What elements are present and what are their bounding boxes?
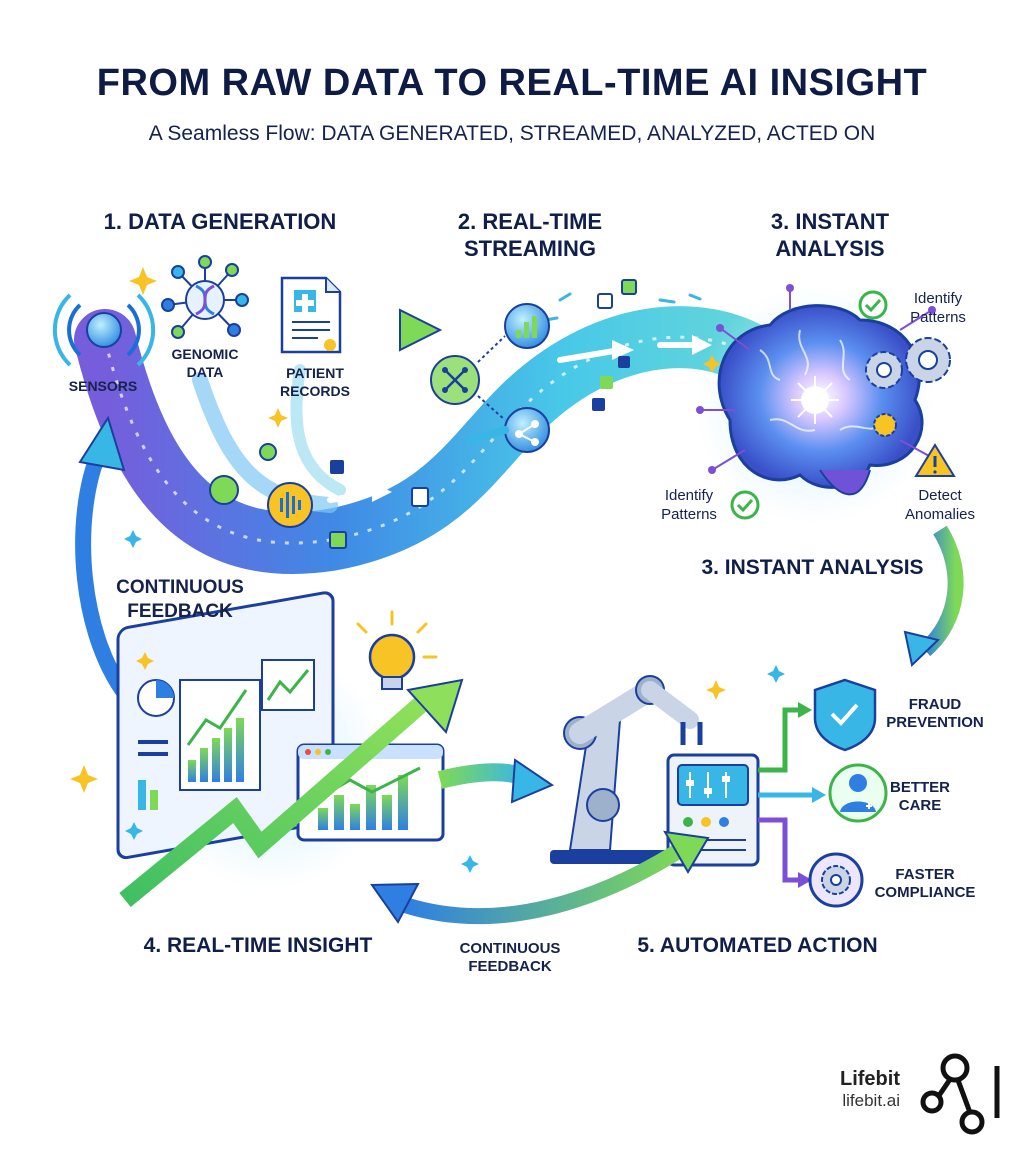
feedback-arrow-bottom	[370, 830, 710, 925]
stream-node-analytics	[504, 303, 550, 349]
compliance-gear-icon	[808, 852, 864, 908]
arrow-to-streaming	[350, 308, 443, 352]
label-patient-line1: PATIENT	[286, 365, 344, 381]
label-patient-line2: RECORDS	[279, 383, 350, 399]
step-instant-analysis: 3. INSTANT ANALYSIS	[740, 208, 920, 262]
step-automated-action: 5. AUTOMATED ACTION	[637, 934, 878, 957]
step-instant-analysis-repeat: 3. INSTANT ANALYSIS	[701, 556, 924, 579]
outcome-arrows	[758, 702, 826, 888]
page-title: FROM RAW DATA TO REAL-TIME AI INSIGHT	[96, 62, 928, 104]
compliance-line2: COMPLIANCE	[874, 884, 976, 901]
label-continuous-feedback-left: CONTINUOUS FEEDBACK	[95, 576, 265, 624]
sensor-icon	[52, 293, 156, 367]
stream-node-share	[504, 407, 550, 453]
identify-top-line2: Patterns	[910, 309, 966, 326]
growth-arrow	[119, 678, 464, 907]
fraud-line1: FRAUD	[908, 696, 962, 713]
compliance-line1: FASTER	[895, 866, 955, 883]
patient-record-icon	[280, 276, 342, 354]
stream-node-waveform	[267, 482, 313, 528]
brain-icon	[695, 284, 944, 525]
lifebit-logo-icon	[920, 1053, 1000, 1135]
label-fraud-prevention: FRAUD PREVENTION	[875, 696, 995, 732]
identify-left-line1: Identify	[664, 487, 714, 504]
step-analysis-line1: 3. INSTANT	[770, 209, 890, 234]
stream-node-network	[430, 355, 480, 405]
shield-icon	[813, 678, 877, 752]
sparkles	[70, 267, 726, 793]
detect-line1: Detect	[918, 487, 962, 504]
label-detect-anomalies: Detect Anomalies	[890, 486, 990, 524]
label-identify-patterns-top: Identify Patterns	[893, 289, 983, 327]
fraud-line2: PREVENTION	[886, 714, 984, 731]
step-real-time-insight: 4. REAL-TIME INSIGHT	[143, 934, 373, 957]
identify-top-line1: Identify	[913, 290, 963, 307]
step-data-generation: 1. DATA GENERATION	[103, 209, 337, 234]
feedback-arrow-left	[75, 415, 137, 706]
arrow-to-action	[903, 525, 964, 667]
page-subtitle: A Seamless Flow: DATA GENERATED, STREAME…	[148, 122, 876, 145]
feedback-bottom-line2: FEEDBACK	[468, 958, 552, 975]
label-sensors: SENSORS	[68, 378, 138, 394]
label-genomic-line2: DATA	[186, 364, 224, 380]
lightbulb-icon	[356, 610, 438, 690]
stream-node-dot	[209, 443, 277, 505]
dashboard-icon	[116, 591, 335, 860]
care-line1: BETTER	[890, 779, 950, 796]
step-streaming-line1: 2. REAL-TIME	[457, 209, 603, 234]
arrow-insight-to-action	[437, 758, 555, 804]
label-genomic-data: GENOMIC DATA	[150, 345, 260, 381]
feedback-bottom-line1: CONTINUOUS	[459, 940, 561, 957]
brand-name: Lifebit	[840, 1068, 900, 1090]
dna-network-icon	[161, 255, 249, 339]
label-continuous-feedback-bottom: CONTINUOUS FEEDBACK	[440, 940, 580, 976]
label-genomic-line1: GENOMIC	[171, 346, 239, 362]
feedback-left-line2: FEEDBACK	[127, 601, 233, 622]
detect-line2: Anomalies	[904, 506, 976, 523]
care-line2: CARE	[898, 797, 942, 814]
step-analysis-line2: ANALYSIS	[775, 236, 885, 261]
warning-icon	[914, 443, 956, 477]
step-streaming: 2. REAL-TIME STREAMING	[430, 208, 630, 262]
gear-icon	[865, 337, 951, 437]
identify-left-line2: Patterns	[661, 506, 717, 523]
feedback-left-line1: CONTINUOUS	[116, 577, 244, 598]
sparkles-blue	[124, 530, 785, 873]
brand-url[interactable]: lifebit.ai	[842, 1091, 900, 1110]
label-patient-records: PATIENT RECORDS	[260, 364, 370, 400]
label-faster-compliance: FASTER COMPLIANCE	[865, 866, 985, 902]
check-icon-top	[858, 290, 888, 320]
label-better-care: BETTER CARE	[880, 779, 960, 815]
step-streaming-line2: STREAMING	[464, 236, 596, 261]
check-icon-left	[730, 490, 760, 520]
doctor-icon	[828, 763, 888, 823]
label-identify-patterns-left: Identify Patterns	[644, 486, 734, 524]
